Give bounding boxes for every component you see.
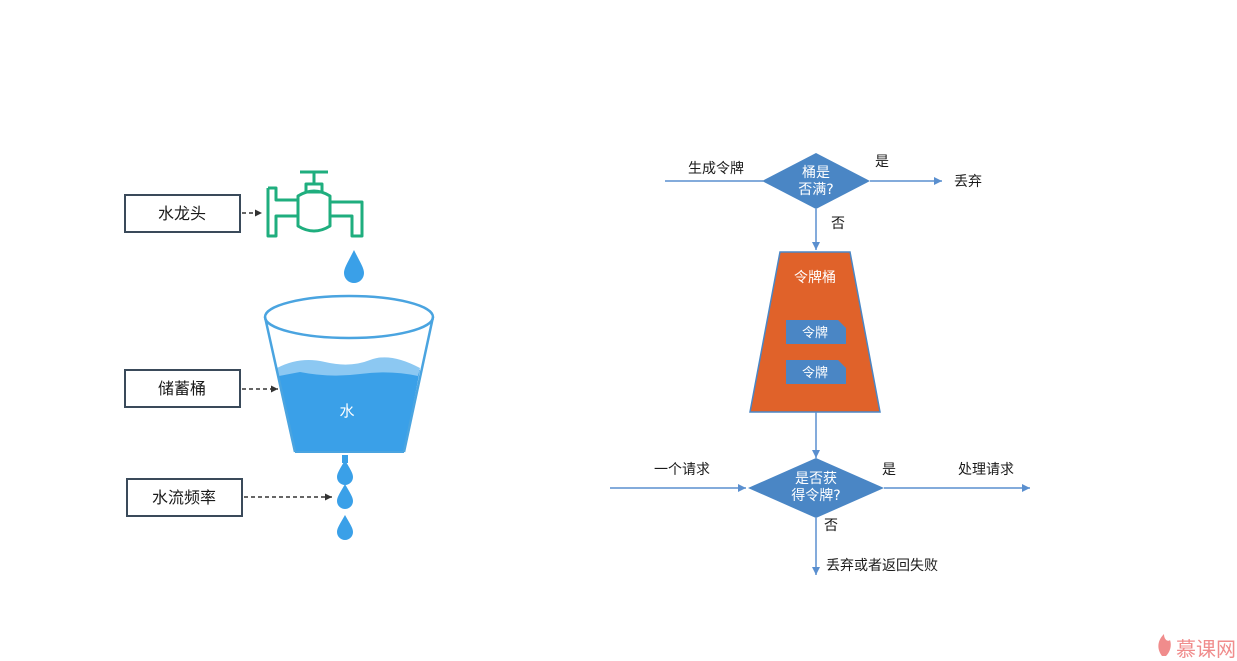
- token-1-label: 令牌: [802, 325, 828, 341]
- flow-label-box: 水流频率: [126, 478, 243, 517]
- outflow-stream: [342, 455, 348, 463]
- d1-line1: 桶是: [802, 165, 830, 181]
- gen-token-label: 生成令牌: [688, 160, 744, 177]
- watermark: 慕课网: [1158, 634, 1236, 661]
- request-label: 一个请求: [654, 462, 710, 478]
- token-bucket-title: 令牌桶: [794, 269, 836, 286]
- process-label: 处理请求: [958, 462, 1014, 478]
- faucet-icon: [266, 170, 364, 238]
- d2-line1: 是否获: [795, 471, 837, 487]
- d1-no-label: 否: [831, 216, 845, 232]
- drop-3-icon: [337, 515, 353, 540]
- d2-yes-label: 是: [882, 462, 896, 478]
- d1-line2: 否满?: [798, 182, 833, 198]
- d2-no-label: 否: [824, 518, 838, 534]
- token-2-label: 令牌: [802, 365, 828, 381]
- decision-bucket-full: 桶是 否满?: [762, 153, 870, 209]
- d1-yes-label: 是: [875, 154, 889, 170]
- token-1: 令牌: [786, 320, 846, 344]
- token-2: 令牌: [786, 360, 846, 384]
- bucket-label-box: 储蓄桶: [124, 369, 241, 408]
- flame-logo-icon: [1158, 634, 1171, 656]
- water-bucket: 水: [263, 294, 435, 453]
- token-bucket: 令牌桶 令牌 令牌: [749, 251, 881, 413]
- drop-2-icon: [337, 484, 353, 509]
- water-text: 水: [339, 402, 354, 420]
- water-drop-icon: [344, 250, 364, 283]
- decision-get-token: 是否获 得令牌?: [748, 458, 884, 518]
- d1-discard-label: 丢弃: [954, 174, 982, 190]
- flow-label: 水流频率: [152, 488, 216, 507]
- faucet-label-box: 水龙头: [124, 194, 241, 233]
- d2-line2: 得令牌?: [791, 487, 840, 504]
- outflow-drops: [337, 455, 353, 540]
- bucket-label: 储蓄桶: [158, 379, 206, 398]
- drop-1-icon: [337, 460, 353, 485]
- faucet-label: 水龙头: [158, 204, 206, 223]
- watermark-text: 慕课网: [1176, 637, 1236, 661]
- fail-label: 丢弃或者返回失败: [826, 558, 938, 574]
